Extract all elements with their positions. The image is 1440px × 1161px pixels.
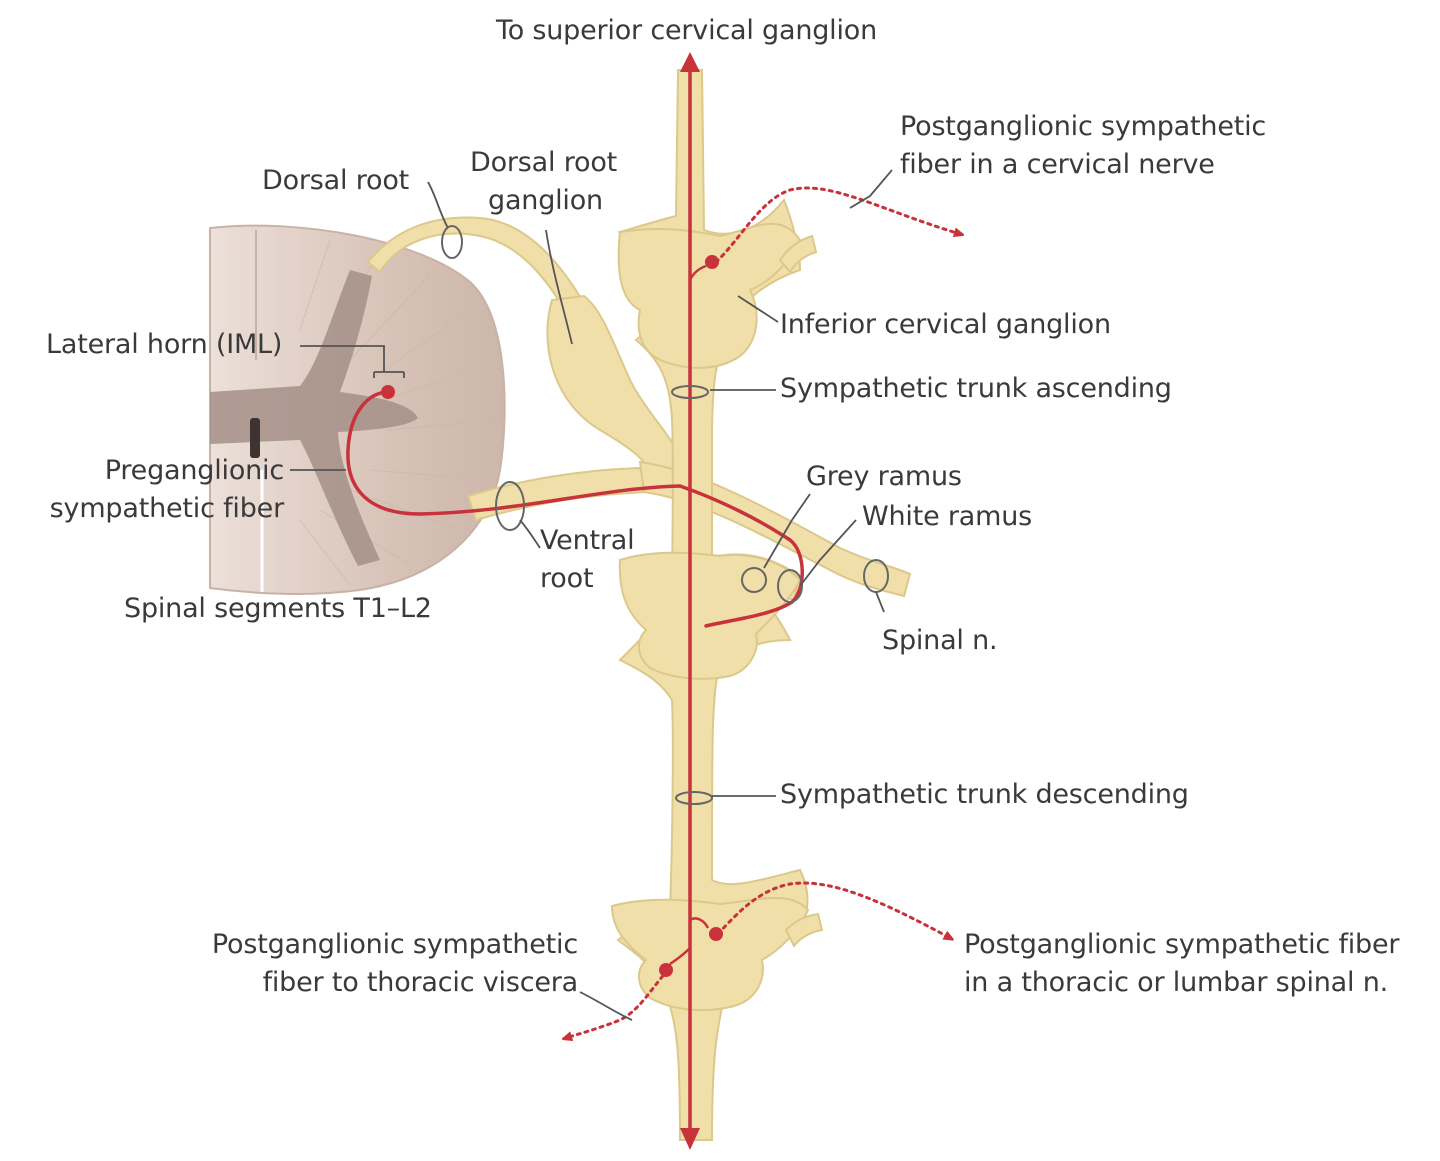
- label-lateral-horn: Lateral horn (IML): [46, 329, 283, 360]
- label-post-cervical-2: fiber in a cervical nerve: [900, 149, 1215, 180]
- label-ventral-1: Ventral: [540, 525, 635, 556]
- fibers: [346, 68, 804, 1130]
- label-trunk-ascending: Sympathetic trunk ascending: [780, 373, 1172, 404]
- nerves: [366, 69, 912, 1141]
- label-grey-ramus: Grey ramus: [806, 461, 962, 492]
- leader-lines: [290, 169, 893, 1021]
- grey-matter: [210, 270, 418, 566]
- label-trunk-descending: Sympathetic trunk descending: [780, 779, 1189, 810]
- label-drg-2: ganglion: [488, 185, 603, 216]
- label-inferior-cervical: Inferior cervical ganglion: [780, 309, 1111, 340]
- postganglionic-fibers: [566, 186, 960, 1038]
- preganglionic-fiber: [346, 390, 804, 628]
- label-dorsal-root: Dorsal root: [262, 165, 410, 196]
- label-white-ramus: White ramus: [862, 501, 1033, 532]
- label-spinal-n: Spinal n.: [882, 625, 998, 656]
- trunk-arrows: [680, 52, 700, 1150]
- label-ventral-2: root: [540, 563, 594, 594]
- thoracic-ganglion: [618, 551, 802, 680]
- lower-ganglion: [610, 897, 810, 1012]
- label-top: To superior cervical ganglion: [496, 15, 878, 46]
- label-post-viscera-2: fiber to thoracic viscera: [262, 967, 579, 998]
- label-pre-1: Preganglionic: [104, 455, 284, 486]
- label-pre-2: sympathetic fiber: [49, 493, 285, 524]
- label-post-cervical-1: Postganglionic sympathetic: [900, 111, 1267, 142]
- label-post-thoracic-1: Postganglionic sympathetic fiber: [964, 929, 1400, 960]
- label-post-viscera-1: Postganglionic sympathetic: [211, 929, 578, 960]
- synapses: [381, 255, 723, 977]
- label-spinal-segments: Spinal segments T1–L2: [124, 593, 432, 624]
- label-post-thoracic-2: in a thoracic or lumbar spinal n.: [964, 967, 1388, 998]
- label-drg-1: Dorsal root: [470, 147, 618, 178]
- inferior-cervical-ganglion: [617, 223, 802, 369]
